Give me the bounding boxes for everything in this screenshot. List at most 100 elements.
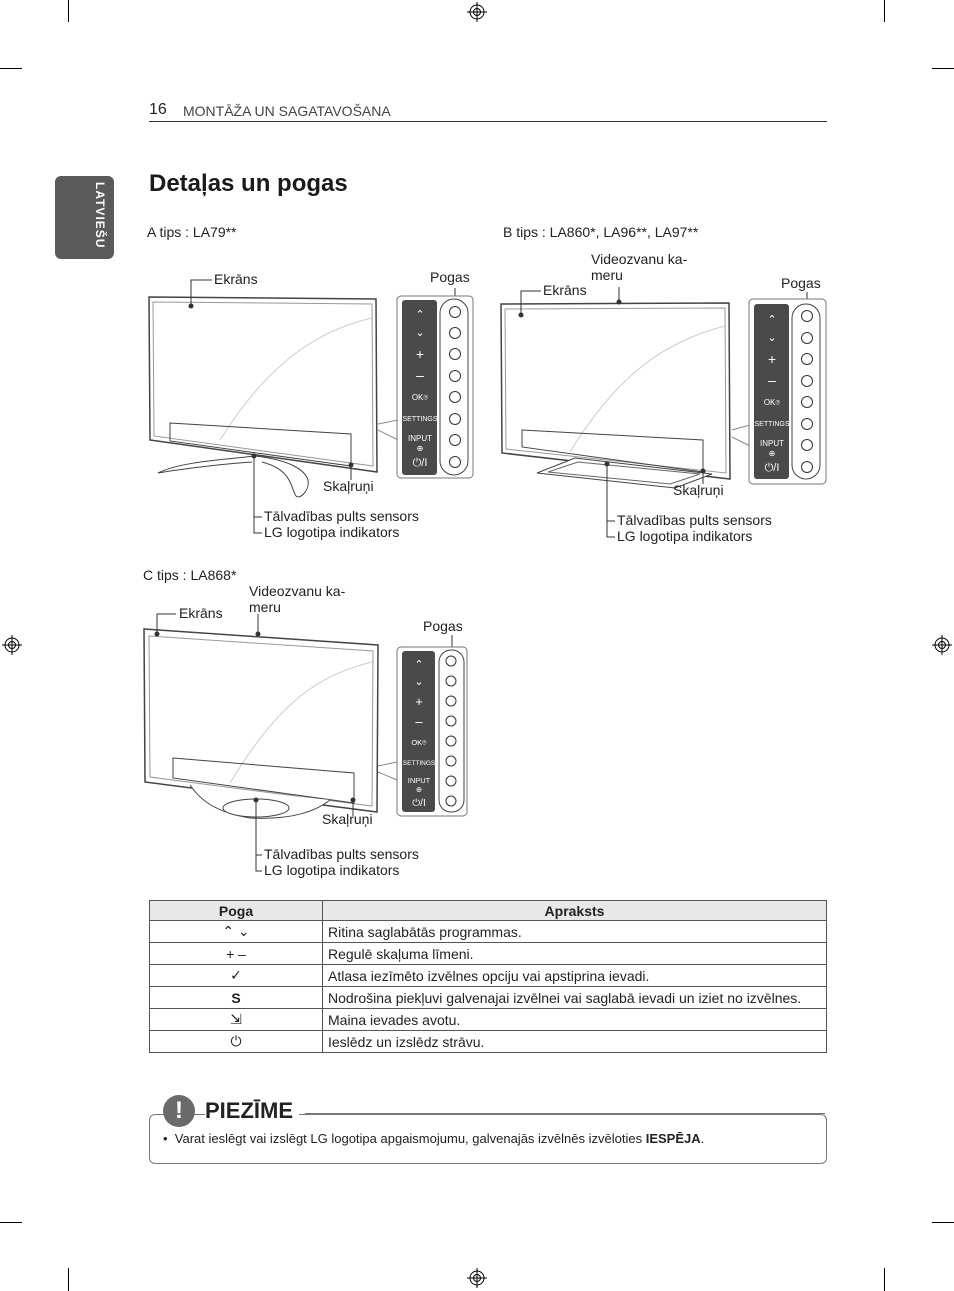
figure-b-logo-label: LG logotipa indikators [617, 528, 753, 544]
table-cell-description: Atlasa iezīmēto izvēlnes opciju vai apst… [322, 964, 827, 987]
svg-text:OK⌾: OK⌾ [411, 738, 427, 747]
note-bullet: • [163, 1131, 168, 1146]
svg-text:–: – [768, 372, 776, 388]
figure-a-speakers-label: Skaļruņi [323, 478, 374, 494]
figure-c-camera-label-1: Videozvanu ka- [249, 583, 346, 599]
buttons-table: Poga Apraksts ⌃ ⌄ Ritina saglabātās prog… [149, 900, 827, 1053]
svg-text:⊕: ⊕ [769, 449, 776, 458]
figure-c-sensor-label: Tālvadības pults sensors [264, 846, 419, 862]
page-number: 16 [149, 101, 167, 118]
figure-a-heading: A tips : LA79** [147, 224, 237, 240]
registration-mark [2, 635, 22, 655]
table-cell-description: Ritina saglabātās programmas. [322, 920, 827, 943]
svg-text:OK⌾: OK⌾ [412, 393, 429, 402]
page-title: Detaļas un pogas [149, 170, 348, 197]
registration-mark [932, 635, 952, 655]
crop-mark [932, 68, 954, 69]
header-rule [149, 121, 827, 122]
table-header-button: Poga [149, 900, 323, 921]
table-cell-description: Regulē skaļuma līmeni. [322, 942, 827, 965]
language-tab-label: LATVIEŠU [93, 182, 107, 249]
figure-c-logo-label: LG logotipa indikators [264, 862, 400, 878]
note-emphasis: IESPĒJA [645, 1131, 701, 1146]
table-row: S Nodrošina piekļuvi galvenajai izvēlnei… [149, 986, 827, 1009]
svg-text:+: + [768, 351, 776, 367]
figure-b-speakers-label: Skaļruņi [673, 482, 724, 498]
svg-text:SETTINGS: SETTINGS [403, 760, 436, 767]
svg-text:⏻/I: ⏻/I [765, 462, 780, 474]
crop-mark [0, 68, 22, 69]
svg-text:–: – [415, 714, 423, 729]
power-icon: ⏻ [149, 1030, 323, 1053]
input-icon: ⇲ [149, 1008, 323, 1031]
svg-text:⌄: ⌄ [414, 676, 423, 688]
svg-text:+: + [416, 346, 424, 362]
svg-text:⌃: ⌃ [414, 659, 423, 671]
language-tab: LATVIEŠU [55, 176, 114, 259]
figure-a-screen-label: Ekrāns [214, 271, 258, 287]
figure-b-screen-label: Ekrāns [543, 282, 587, 298]
note-end: . [700, 1131, 705, 1146]
crop-mark [68, 0, 69, 22]
note-body: Varat ieslēgt vai izslēgt LG logotipa ap… [174, 1131, 646, 1146]
svg-text:+: + [415, 694, 423, 709]
svg-text:SETTINGS: SETTINGS [754, 421, 789, 428]
registration-mark [467, 2, 487, 22]
table-row: ⇲ Maina ievades avotu. [149, 1008, 827, 1031]
crop-mark [932, 1222, 954, 1223]
table-row: + – Regulē skaļuma līmeni. [149, 942, 827, 965]
section-title: MONTĀŽA UN SAGATAVOŠANA [183, 103, 391, 119]
crop-mark [884, 1268, 885, 1291]
figure-b-tv-illustration: ⌃ ⌄ + – OK⌾ SETTINGS INPUT⊕ ⏻/I [500, 287, 827, 538]
figure-a-tv-illustration: ⌃ ⌄ + – OK⌾ SETTINGS INPUT⊕ ⏻/I [148, 279, 474, 534]
table-header-description: Apraksts [322, 900, 827, 921]
svg-text:SETTINGS: SETTINGS [402, 416, 437, 423]
figure-c-heading: C tips : LA868* [143, 567, 237, 583]
figure-c-speakers-label: Skaļruņi [322, 811, 373, 827]
table-row: ⏻ Ieslēdz un izslēdz strāvu. [149, 1030, 827, 1053]
figure-b-buttons-label: Pogas [781, 275, 821, 291]
crop-mark [68, 1268, 69, 1291]
figure-b-camera-label-2: meru [591, 267, 623, 283]
figure-a-logo-label: LG logotipa indikators [264, 524, 400, 540]
channel-up-down-icon: ⌃ ⌄ [149, 920, 323, 943]
note-text: • Varat ieslēgt vai izslēgt LG logotipa … [163, 1131, 704, 1146]
figure-a-sensor-label: Tālvadības pults sensors [264, 508, 419, 524]
ok-check-icon: ✓ [149, 964, 323, 987]
crop-mark [884, 0, 885, 22]
crop-mark [0, 1222, 22, 1223]
figure-b-sensor-label: Tālvadības pults sensors [617, 512, 772, 528]
table-cell-description: Nodrošina piekļuvi galvenajai izvēlnei v… [322, 986, 827, 1009]
figure-b-heading: B tips : LA860*, LA96**, LA97** [503, 224, 699, 240]
svg-text:OK⌾: OK⌾ [764, 398, 781, 407]
note-title: PIEZĪME [205, 1098, 300, 1124]
svg-text:INPUT: INPUT [408, 776, 431, 785]
figure-c-screen-label: Ekrāns [179, 605, 223, 621]
registration-mark [467, 1268, 487, 1288]
svg-text:–: – [416, 367, 424, 383]
table-row: ✓ Atlasa iezīmēto izvēlnes opciju vai ap… [149, 964, 827, 987]
figure-a-buttons-label: Pogas [430, 269, 470, 285]
exclamation-icon: ! [163, 1095, 195, 1127]
figure-c-buttons-label: Pogas [423, 618, 463, 634]
table-cell-description: Maina ievades avotu. [322, 1008, 827, 1031]
table-header-row: Poga Apraksts [149, 900, 827, 921]
svg-text:⌃: ⌃ [415, 309, 424, 321]
settings-icon: S [149, 986, 323, 1009]
note-title-rule [305, 1113, 825, 1114]
table-row: ⌃ ⌄ Ritina saglabātās programmas. [149, 920, 827, 943]
figure-c-camera-label-2: meru [249, 599, 281, 615]
svg-text:INPUT: INPUT [408, 434, 432, 443]
volume-plus-minus-icon: + – [149, 942, 323, 965]
svg-text:⌃: ⌃ [767, 314, 776, 326]
svg-text:⌄: ⌄ [415, 327, 424, 339]
figure-c-tv-illustration: ⌃ ⌄ + – OK⌾ SETTINGS INPUT⊕ ⏻/I [143, 613, 468, 872]
figure-b-camera-label-1: Videozvanu ka- [591, 251, 688, 267]
table-cell-description: Ieslēdz un izslēdz strāvu. [322, 1030, 827, 1053]
svg-text:⊕: ⊕ [417, 444, 424, 453]
svg-text:⏻/I: ⏻/I [413, 457, 428, 469]
svg-text:⏻/I: ⏻/I [412, 798, 425, 809]
svg-text:⊕: ⊕ [416, 785, 422, 794]
svg-text:⌄: ⌄ [767, 332, 776, 344]
svg-text:INPUT: INPUT [760, 439, 784, 448]
